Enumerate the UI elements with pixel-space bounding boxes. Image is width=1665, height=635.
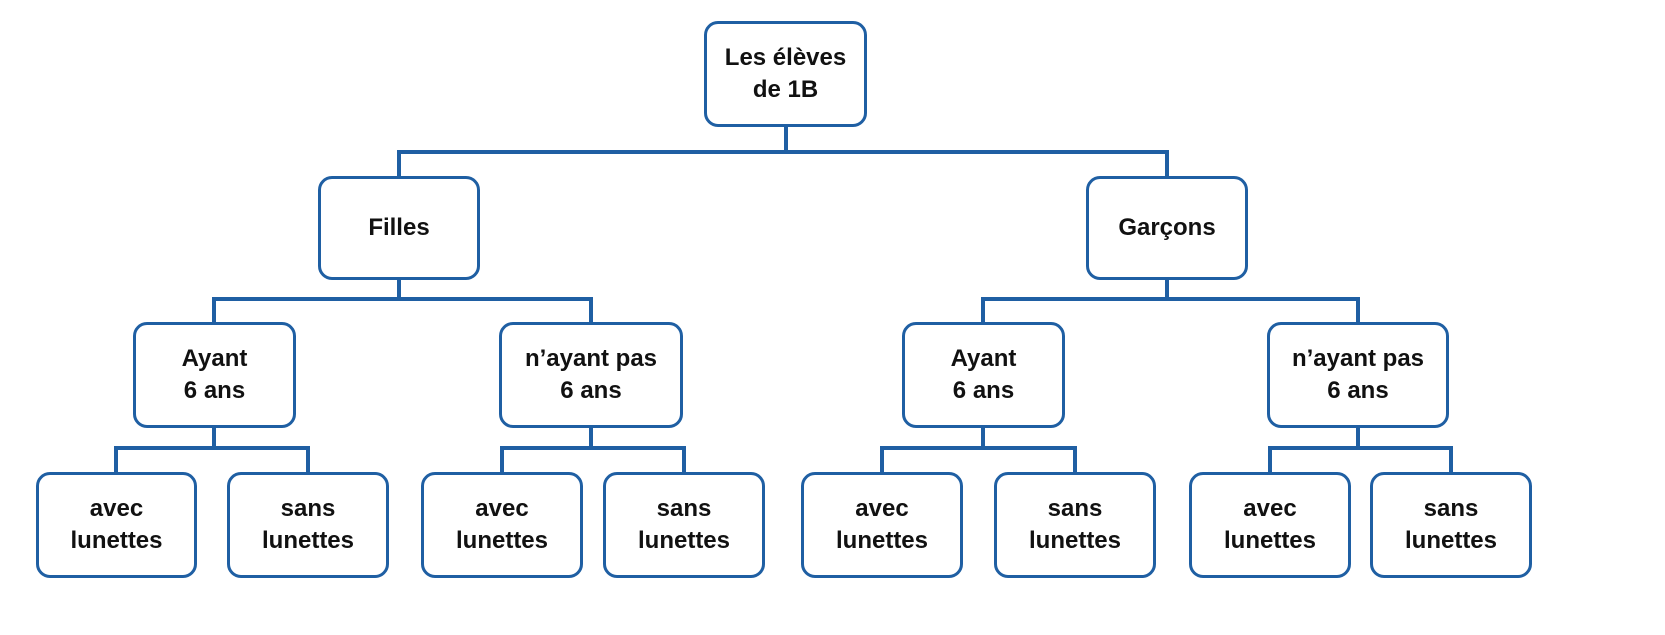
connector-root bbox=[397, 125, 1169, 178]
node-root-label: Les élèves de 1B bbox=[724, 44, 847, 103]
leaf-garcons-ayant-sans-lunettes: sans lunettes bbox=[994, 472, 1156, 578]
node-filles-nayant-pas-6-ans: n’ayant pas 6 ans bbox=[499, 322, 683, 428]
leaf-filles-nayant-avec-lunettes: avec lunettes bbox=[421, 472, 583, 578]
connector-filles-ayant bbox=[114, 426, 310, 474]
connector-garcons-ayant bbox=[880, 426, 1077, 474]
node-label: Ayant 6 ans bbox=[181, 345, 248, 404]
leaf-garcons-ayant-avec-lunettes: avec lunettes bbox=[801, 472, 963, 578]
leaf-label: avec lunettes bbox=[70, 495, 163, 554]
leaf-label: sans lunettes bbox=[1028, 495, 1121, 554]
node-label: n’ayant pas 6 ans bbox=[524, 345, 658, 404]
node-garcons-nayant-pas-6-ans: n’ayant pas 6 ans bbox=[1267, 322, 1449, 428]
node-filles-ayant-6-ans: Ayant 6 ans bbox=[133, 322, 296, 428]
leaf-label: sans lunettes bbox=[1404, 495, 1497, 554]
connector-filles-nayant bbox=[500, 426, 686, 474]
connector-filles bbox=[212, 278, 593, 324]
node-garcons-ayant-6-ans: Ayant 6 ans bbox=[902, 322, 1065, 428]
leaf-label: avec lunettes bbox=[455, 495, 548, 554]
node-root: Les élèves de 1B bbox=[704, 21, 867, 127]
leaf-garcons-nayant-avec-lunettes: avec lunettes bbox=[1189, 472, 1351, 578]
node-filles: Filles bbox=[318, 176, 480, 280]
node-label: n’ayant pas 6 ans bbox=[1291, 345, 1425, 404]
leaf-label: avec lunettes bbox=[1223, 495, 1316, 554]
leaf-garcons-nayant-sans-lunettes: sans lunettes bbox=[1370, 472, 1532, 578]
leaf-filles-nayant-sans-lunettes: sans lunettes bbox=[603, 472, 765, 578]
node-garcons: Garçons bbox=[1086, 176, 1248, 280]
node-label: Ayant 6 ans bbox=[950, 345, 1017, 404]
connector-garcons-nayant bbox=[1268, 426, 1453, 474]
leaf-filles-ayant-avec-lunettes: avec lunettes bbox=[36, 472, 197, 578]
leaf-label: sans lunettes bbox=[261, 495, 354, 554]
leaf-label: sans lunettes bbox=[637, 495, 730, 554]
connector-garcons bbox=[981, 278, 1360, 324]
node-filles-label: Filles bbox=[368, 214, 430, 241]
node-garcons-label: Garçons bbox=[1118, 214, 1216, 241]
leaf-filles-ayant-sans-lunettes: sans lunettes bbox=[227, 472, 389, 578]
leaf-label: avec lunettes bbox=[835, 495, 928, 554]
